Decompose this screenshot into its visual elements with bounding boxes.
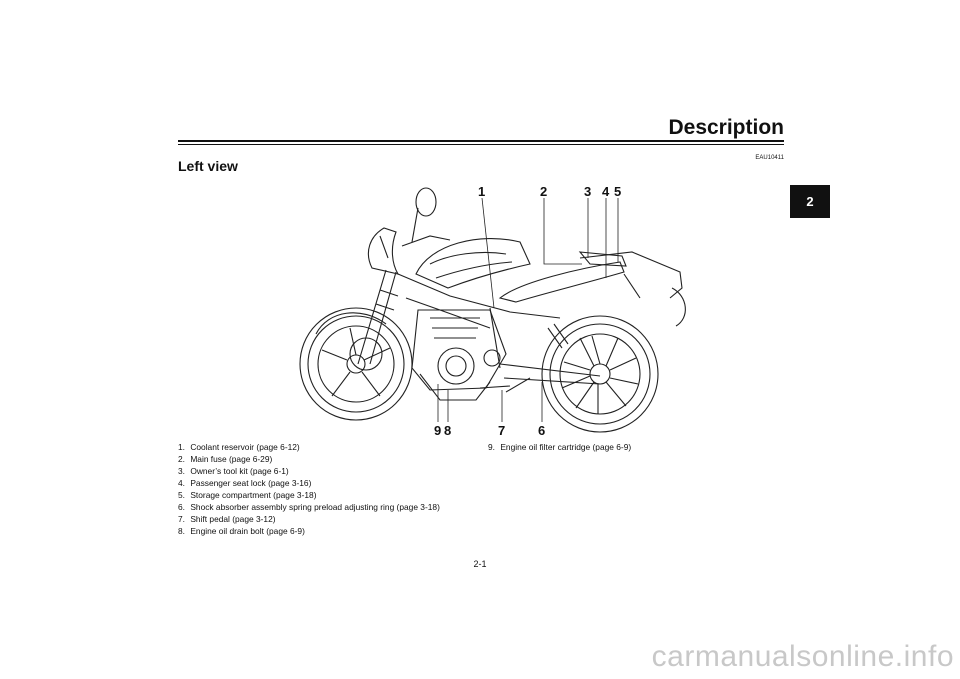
callout-5: 5 [614,184,621,199]
chapter-tab[interactable]: 2 [790,185,830,218]
front-wheel [299,307,413,421]
item-number: 5. [178,490,185,500]
list-item: 4. Passenger seat lock (page 3-16) [178,477,440,489]
list-item: 1. Coolant reservoir (page 6-12) [178,441,440,453]
header-rule-thin [178,144,784,145]
item-text: Passenger seat lock (page 3-16) [190,478,312,488]
parts-list-left: 1. Coolant reservoir (page 6-12) 2. Main… [178,441,440,537]
page-number: 2-1 [473,559,487,569]
list-item: 9. Engine oil filter cartridge (page 6-9… [488,441,631,453]
header-rule [178,140,784,142]
item-text: Owner’s tool kit (page 6-1) [190,466,289,476]
item-number: 2. [178,454,185,464]
list-item: 3. Owner’s tool kit (page 6-1) [178,465,440,477]
callout-8: 8 [444,423,451,438]
list-item: 2. Main fuse (page 6-29) [178,453,440,465]
rear-wheel [541,315,659,433]
callout-6: 6 [538,423,545,438]
item-number: 4. [178,478,185,488]
item-text: Storage compartment (page 3-18) [190,490,317,500]
page-title: Description [668,116,784,139]
watermark-logo[interactable]: carmanualsonline.info [651,640,954,673]
list-item: 7. Shift pedal (page 3-12) [178,513,440,525]
callout-7: 7 [498,423,505,438]
item-number: 1. [178,442,185,452]
item-text: Engine oil filter cartridge (page 6-9) [500,442,632,452]
item-text: Shock absorber assembly spring preload a… [190,502,440,512]
item-text: Shift pedal (page 3-12) [190,514,276,524]
callout-9: 9 [434,423,441,438]
section-title: Left view [178,158,238,174]
list-item: 5. Storage compartment (page 3-18) [178,489,440,501]
item-number: 8. [178,526,185,536]
item-number: 6. [178,502,185,512]
item-number: 9. [488,442,495,452]
callout-3: 3 [584,184,591,199]
callout-1: 1 [478,184,485,199]
parts-list-right: 9. Engine oil filter cartridge (page 6-9… [488,441,631,453]
list-item: 8. Engine oil drain bolt (page 6-9) [178,525,440,537]
callout-4: 4 [602,184,610,199]
item-text: Main fuse (page 6-29) [190,454,273,464]
item-text: Engine oil drain bolt (page 6-9) [190,526,305,536]
item-text: Coolant reservoir (page 6-12) [190,442,300,452]
list-item: 6. Shock absorber assembly spring preloa… [178,501,440,513]
item-number: 7. [178,514,185,524]
motorcycle-left-view-illustration: 1 2 3 4 5 9 8 7 6 [299,184,686,438]
document-code: EAU10411 [755,155,784,161]
callout-leaders [437,197,619,422]
callout-2: 2 [540,184,547,199]
item-number: 3. [178,466,185,476]
